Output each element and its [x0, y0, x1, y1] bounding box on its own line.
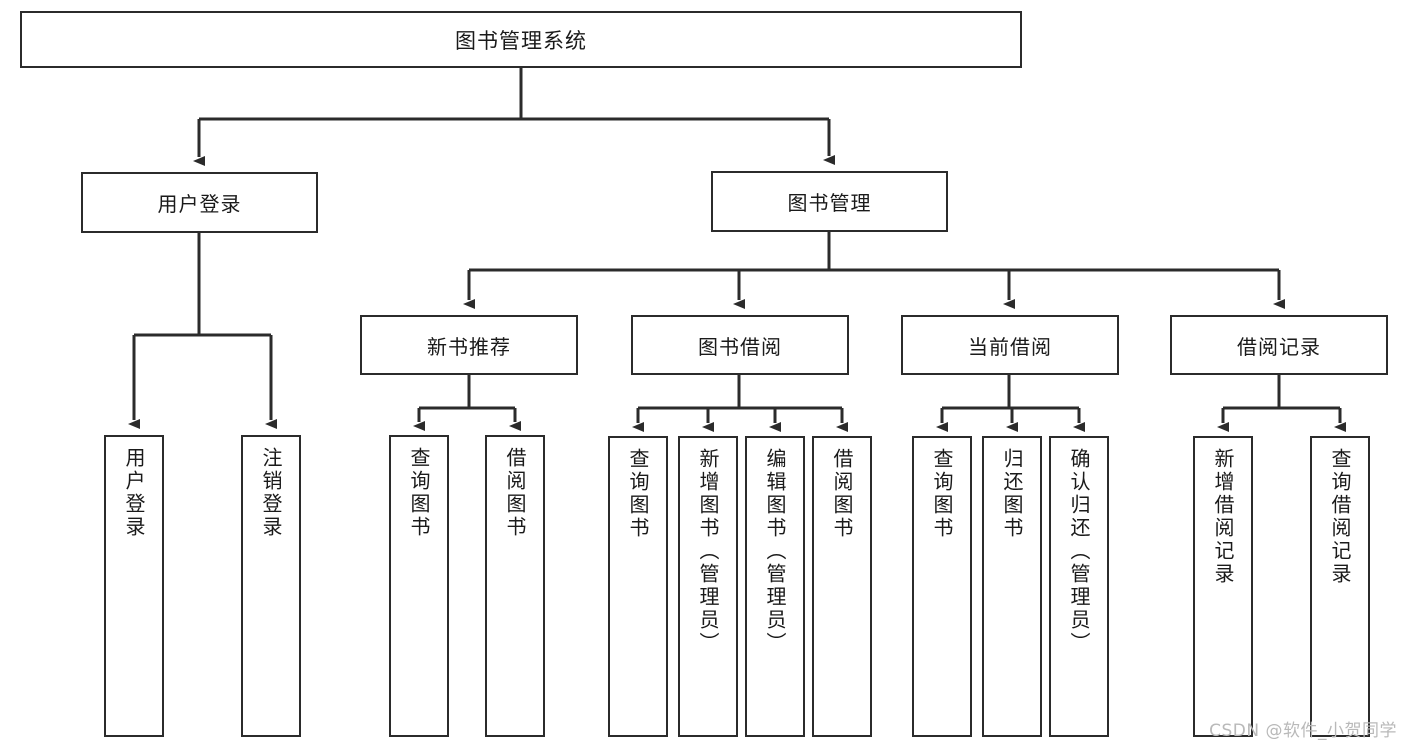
node-new-book-recommend[interactable]: 新书推荐: [360, 315, 578, 375]
leaf-add-book-admin[interactable]: 新增图书（管理员）: [678, 436, 738, 737]
node-user-login-label: 用户登录: [157, 192, 242, 216]
leaf-borrow-book[interactable]: 借阅图书: [812, 436, 872, 737]
node-current-borrow-label: 当前借阅: [968, 334, 1052, 359]
leaf-confirm-return-admin[interactable]: 确认归还（管理员）: [1049, 436, 1109, 737]
leaf-query-borrow-record[interactable]: 查询借阅记录: [1310, 436, 1370, 737]
leaf-user-login[interactable]: 用户登录: [104, 435, 164, 737]
node-current-borrow[interactable]: 当前借阅: [901, 315, 1119, 375]
leaf-query-book-borrow[interactable]: 查询图书: [608, 436, 668, 737]
leaf-query-book-current[interactable]: 查询图书: [912, 436, 972, 737]
leaf-query-book-new-label: 查询图书: [407, 447, 431, 539]
node-borrow-records-label: 借阅记录: [1237, 334, 1321, 359]
node-book-management-label: 图书管理: [787, 191, 872, 215]
node-book-borrow[interactable]: 图书借阅: [631, 315, 849, 375]
leaf-query-borrow-record-label: 查询借阅记录: [1328, 448, 1352, 586]
leaf-edit-book-admin-label: 编辑图书（管理员）: [763, 448, 787, 655]
leaf-borrow-book-new-label: 借阅图书: [503, 447, 527, 539]
leaf-return-book-label: 归还图书: [1000, 448, 1024, 540]
watermark-text: CSDN @软件_小贺同学: [1209, 721, 1397, 741]
node-new-book-recommend-label: 新书推荐: [427, 334, 511, 359]
leaf-logout[interactable]: 注销登录: [241, 435, 301, 737]
node-user-login[interactable]: 用户登录: [81, 172, 318, 233]
node-root-label: 图书管理系统: [455, 28, 587, 53]
leaf-query-book-new[interactable]: 查询图书: [389, 435, 449, 737]
leaf-query-book-borrow-label: 查询图书: [626, 448, 650, 540]
node-book-management[interactable]: 图书管理: [711, 171, 948, 232]
leaf-add-borrow-record[interactable]: 新增借阅记录: [1193, 436, 1253, 737]
leaf-query-book-current-label: 查询图书: [930, 448, 954, 540]
leaf-user-login-label: 用户登录: [122, 447, 146, 539]
leaf-borrow-book-new[interactable]: 借阅图书: [485, 435, 545, 737]
node-book-borrow-label: 图书借阅: [698, 334, 782, 359]
node-borrow-records[interactable]: 借阅记录: [1170, 315, 1388, 375]
leaf-confirm-return-admin-label: 确认归还（管理员）: [1067, 448, 1091, 655]
leaf-add-borrow-record-label: 新增借阅记录: [1211, 448, 1235, 586]
node-root[interactable]: 图书管理系统: [20, 11, 1022, 68]
leaf-logout-label: 注销登录: [259, 447, 283, 539]
leaf-borrow-book-label: 借阅图书: [830, 448, 854, 540]
leaf-add-book-admin-label: 新增图书（管理员）: [696, 448, 720, 655]
leaf-edit-book-admin[interactable]: 编辑图书（管理员）: [745, 436, 805, 737]
leaf-return-book[interactable]: 归还图书: [982, 436, 1042, 737]
